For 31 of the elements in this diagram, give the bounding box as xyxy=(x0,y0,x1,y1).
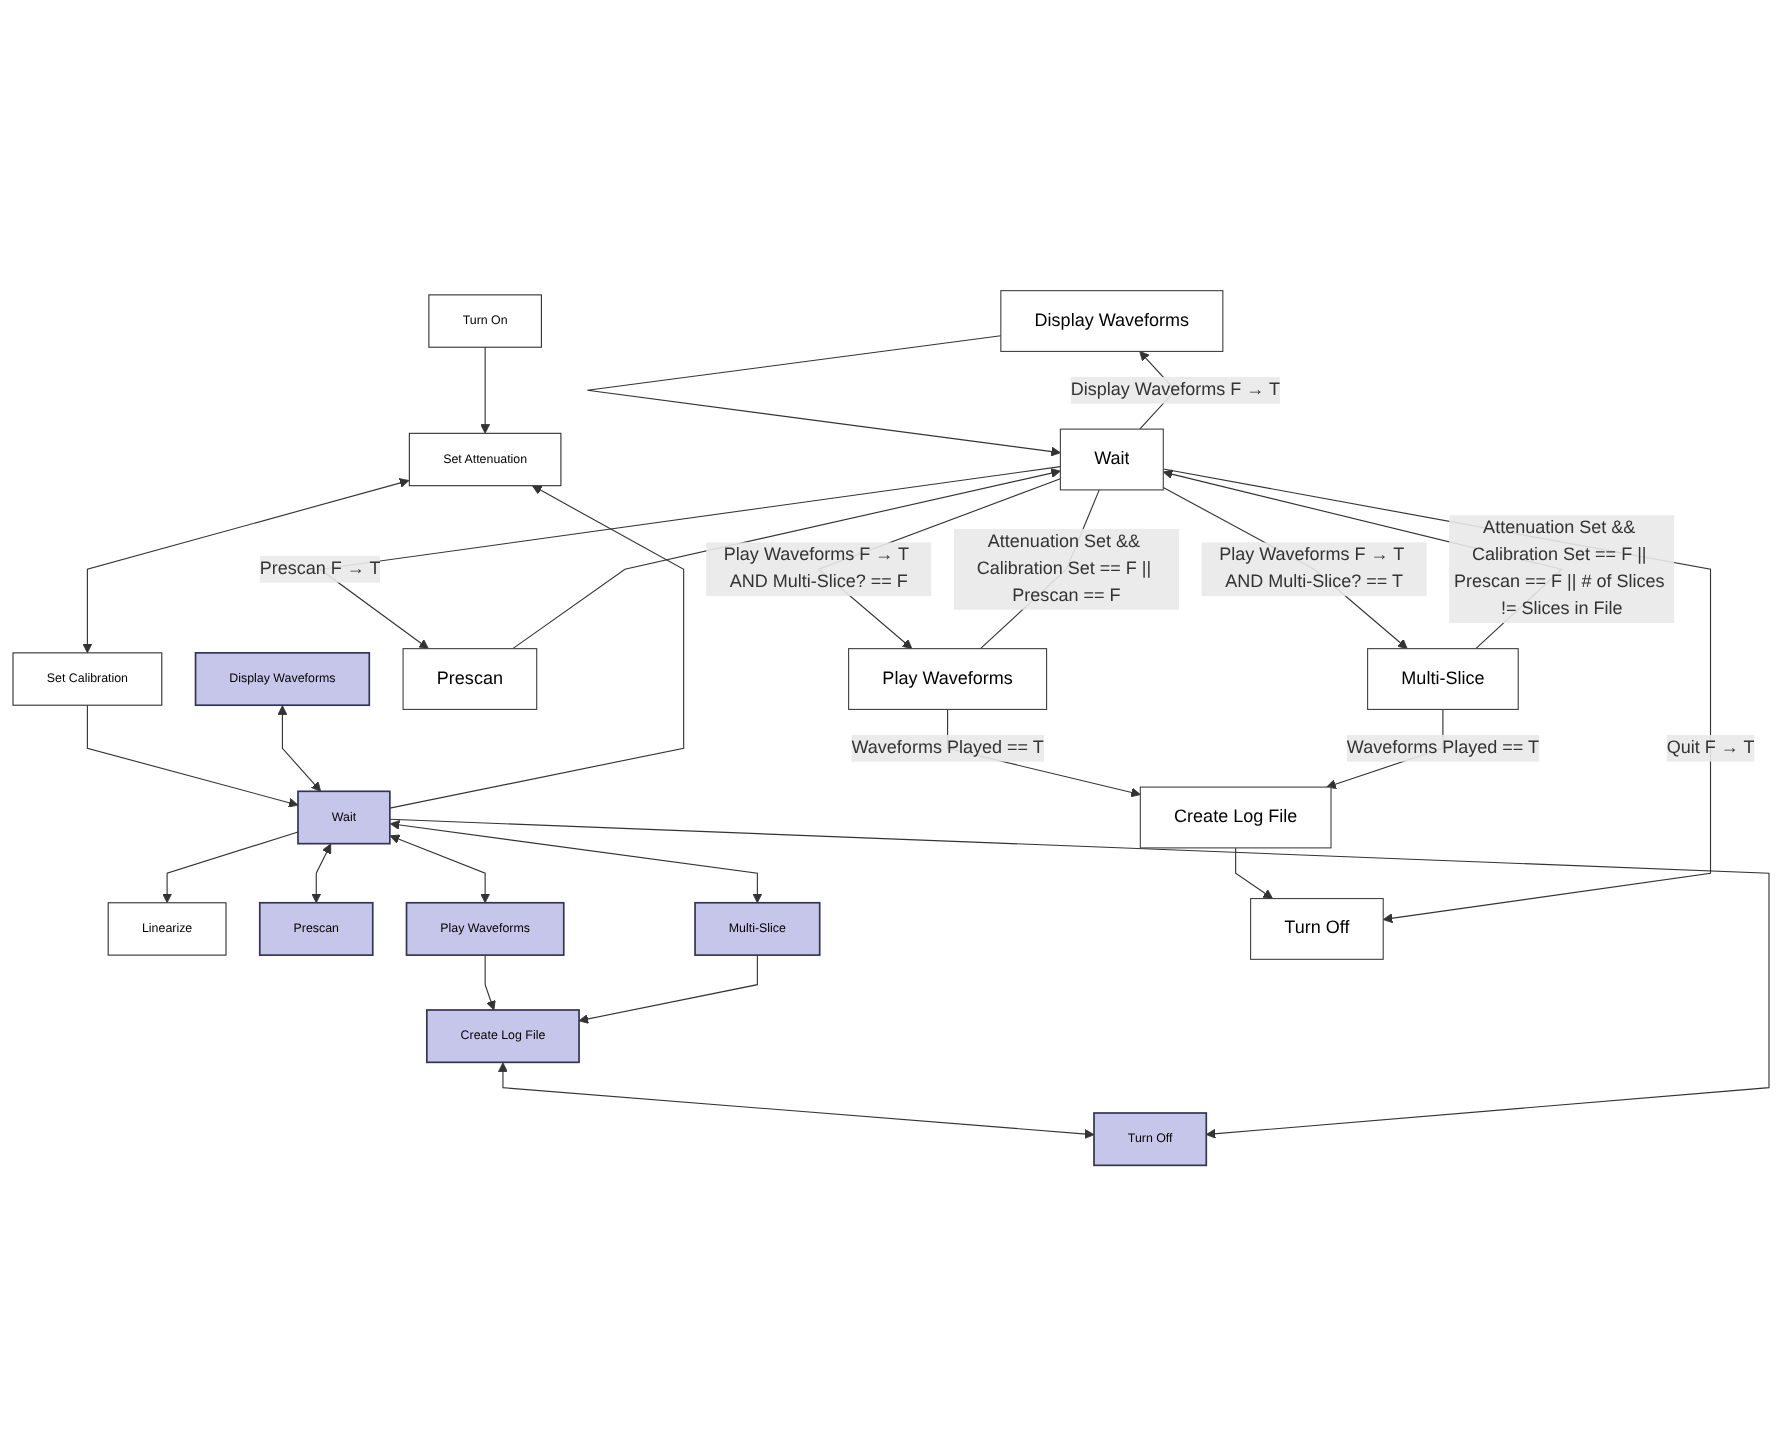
edge-label: Prescan F → T xyxy=(259,559,381,579)
edge-label: Play Waveforms F → T AND Multi-Slice? == T xyxy=(1219,545,1404,592)
node-box: Create Log File xyxy=(1139,786,1332,849)
arrow xyxy=(389,485,685,809)
arrow xyxy=(586,335,1061,457)
arrow xyxy=(389,820,763,904)
arrow xyxy=(277,705,322,792)
arrow xyxy=(484,954,496,1011)
edge-label: Attenuation Set && Calibration Set == F || Prescan == F || # of Slices != Slices in File xyxy=(1453,518,1665,619)
arrow xyxy=(578,954,758,1024)
node-box: Prescan xyxy=(402,648,538,710)
arrow xyxy=(82,478,410,654)
edge-label: Quit F → T xyxy=(1666,738,1755,758)
node-box: Display Waveforms xyxy=(1000,290,1224,352)
arrow xyxy=(162,831,299,904)
edge-label: Waveforms Played == T xyxy=(1346,738,1539,758)
arrow xyxy=(389,818,1770,1139)
node-box: Play Waveforms xyxy=(848,648,1048,710)
arrow xyxy=(86,704,299,808)
arrow xyxy=(311,843,332,904)
edge-label: Attenuation Set && Calibration Set == F || Prescan == F xyxy=(976,532,1152,606)
edge-label: Display Waveforms F → T xyxy=(1070,380,1280,400)
node-box: Wait xyxy=(1059,428,1164,491)
arrow xyxy=(480,346,491,434)
node-box: Turn Off xyxy=(1250,898,1384,960)
node-box: Multi-Slice xyxy=(1367,648,1519,710)
arrow xyxy=(498,1062,1095,1139)
edge-label: Play Waveforms F → T AND Multi-Slice? == F xyxy=(723,545,909,592)
arrow xyxy=(1235,847,1274,899)
arrow xyxy=(389,834,491,904)
edge-label: Waveforms Played == T xyxy=(851,738,1044,758)
